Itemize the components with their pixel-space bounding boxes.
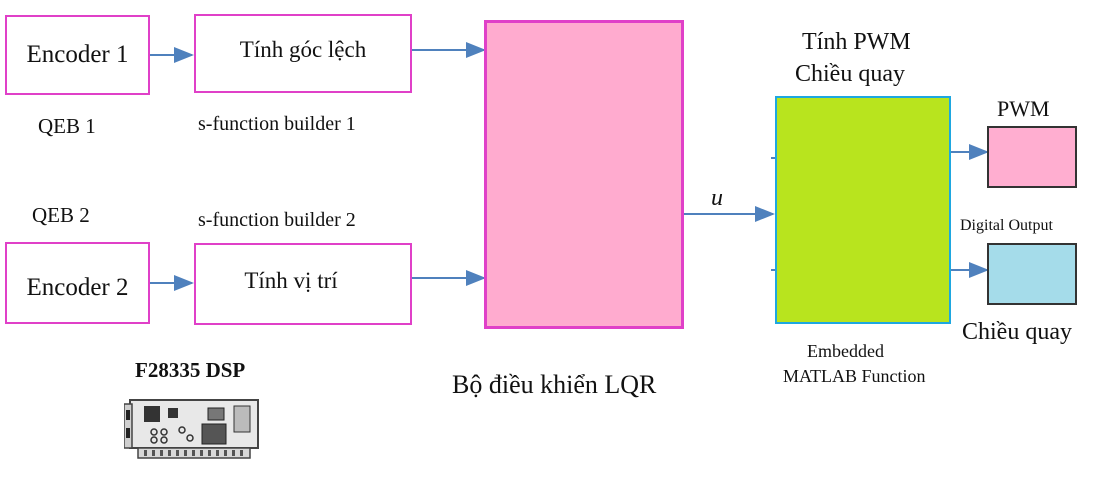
matlab-function-block[interactable]: [775, 96, 951, 324]
encoder2-block[interactable]: Encoder 2: [5, 242, 150, 324]
matlab-title-line2: Chiều quay: [795, 61, 905, 87]
sfunc1-label: Tính góc lệch: [239, 36, 367, 62]
direction-label: Chiều quay: [962, 319, 1072, 345]
sfunc2-block[interactable]: Tính vị trí: [194, 243, 412, 325]
dsp-label: F28335 DSP: [135, 358, 246, 382]
encoder1-block[interactable]: Encoder 1: [5, 15, 150, 95]
matlab-caption-line1: Embedded: [807, 341, 884, 361]
encoder2-sublabel: QEB 2: [32, 203, 90, 227]
lqr-controller-block[interactable]: [484, 20, 684, 329]
sfunc2-label: Tính vị trí: [244, 268, 338, 293]
encoder1-label: Encoder 1: [26, 41, 129, 68]
sfunc1-sublabel: s-function builder 1: [198, 113, 356, 135]
matlab-title-line1: Tính PWM: [802, 29, 911, 55]
sfunc1-block[interactable]: Tính góc lệch: [194, 14, 412, 93]
sfunc2-sublabel: s-function builder 2: [198, 209, 356, 231]
encoder2-label: Encoder 2: [26, 274, 129, 301]
control-signal-label: u: [711, 185, 723, 211]
encoder1-sublabel: QEB 1: [38, 114, 96, 138]
dsp-board-icon: [124, 399, 259, 459]
pwm-label: PWM: [997, 96, 1050, 121]
matlab-caption-line2: MATLAB Function: [783, 366, 926, 386]
digital-output-label: Digital Output: [960, 217, 1053, 234]
controller-label: Bộ điều khiển LQR: [452, 370, 657, 399]
digital-output-block[interactable]: [987, 243, 1077, 305]
pwm-output-block[interactable]: [987, 126, 1077, 188]
